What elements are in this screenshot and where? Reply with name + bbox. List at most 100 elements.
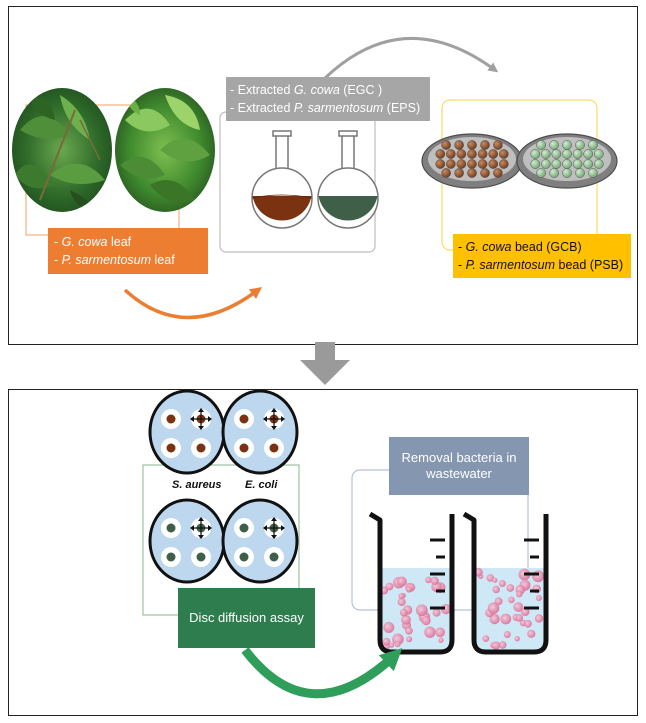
bead [530,159,541,169]
bead [445,149,456,159]
bead [536,168,546,178]
measure-arrowhead [190,525,194,531]
bead [467,149,477,159]
bacteria-particle [425,576,432,584]
disc [269,443,279,453]
extract-label-box: - Extracted G. cowa (EGC ) - Extracted P… [226,77,430,121]
bacteria-particle [534,614,544,623]
bead [498,159,509,169]
bacteria-particle [498,580,506,587]
petri-dish [148,389,226,475]
bacteria-particle [532,570,545,583]
bead [593,159,604,169]
bead [493,168,503,178]
bead [530,149,541,159]
bead [536,140,546,150]
bead [562,159,572,169]
bead [467,168,477,178]
bead [540,159,551,169]
bead [575,140,585,150]
measure-arrowhead [198,408,204,412]
bead [549,168,559,178]
bacteria-particle [396,576,407,587]
bead [540,149,551,159]
bead [572,149,583,159]
extract-to-bead-arrow [316,36,499,87]
measure-arrowhead [271,535,277,539]
measure-arrowhead [208,416,212,422]
bacteria-particle [535,595,542,601]
assay-to-removal-arrow [241,647,403,699]
s-aureus-label: S. aureus [172,479,222,491]
bead [562,149,572,159]
disc [269,552,279,562]
bead [593,149,604,159]
leaf-label-box: - G. cowa leaf - P. sarmentosum leaf [48,228,208,274]
bacteria-particle [520,607,530,616]
measure-arrowhead [198,426,204,430]
bacteria-particle [486,574,495,582]
bead [435,149,446,159]
measure-arrowhead [271,517,277,521]
petri-dish [221,498,299,584]
bacteria-particle [482,635,490,642]
bacteria-particle [491,641,501,650]
bacteria-particle [498,641,507,649]
bacteria-particle [503,631,511,638]
measure-arrowhead [271,408,277,412]
measure-arrowhead [263,416,267,422]
bacteria-particle [514,636,520,642]
bead [551,159,562,169]
bacteria-particle [492,585,501,594]
bacteria-particle [432,608,441,617]
disc [196,552,206,562]
bacteria-particle [515,614,524,622]
bead [435,159,446,169]
gcb-bead-dish [421,133,523,189]
bacteria-particle [398,593,405,600]
measure-arrowhead [263,525,267,531]
psb-bead-dish [516,133,618,189]
bacteria-particle [438,637,444,643]
bacteria-particle [430,576,439,586]
bead [488,149,499,159]
bead [477,159,488,169]
bottom-panel [8,389,638,716]
bacteria-particle [405,626,413,635]
bead [441,168,451,178]
bead [445,159,456,169]
bacteria-particle [424,626,436,638]
flask-egc [251,130,313,229]
process-down-arrow [300,342,350,385]
bead [562,140,572,150]
disc [239,552,249,562]
g-cowa-leaf-photo [12,88,112,212]
bead [583,149,594,159]
removal-bacteria-box: Removal bacteria in wastewater [389,437,529,495]
disc [239,523,249,533]
bead [456,149,467,159]
bead [588,140,598,150]
bead [488,159,499,169]
petri-dish [221,389,299,475]
p-sarmentosum-leaf-photo [115,88,215,212]
bead [551,149,562,159]
measure-arrowhead [281,416,285,422]
bacteria-particle [394,641,401,648]
measure-arrowhead [281,525,285,531]
bacteria-particle [383,622,395,633]
bacteria-particle [389,642,395,648]
beaker-right [462,511,549,655]
bead [441,140,451,150]
bead [572,159,583,169]
bead [583,159,594,169]
bacteria-particle [506,584,515,592]
disc [239,414,249,424]
bacteria-particle [513,602,524,612]
bacteria-particle [392,633,404,646]
bacteria-particle [406,636,413,643]
leaf-to-extract-arrow [123,286,262,320]
bacteria-particle [382,637,391,646]
bacteria-particle [527,629,536,638]
e-coli-label: E. coli [245,479,278,491]
